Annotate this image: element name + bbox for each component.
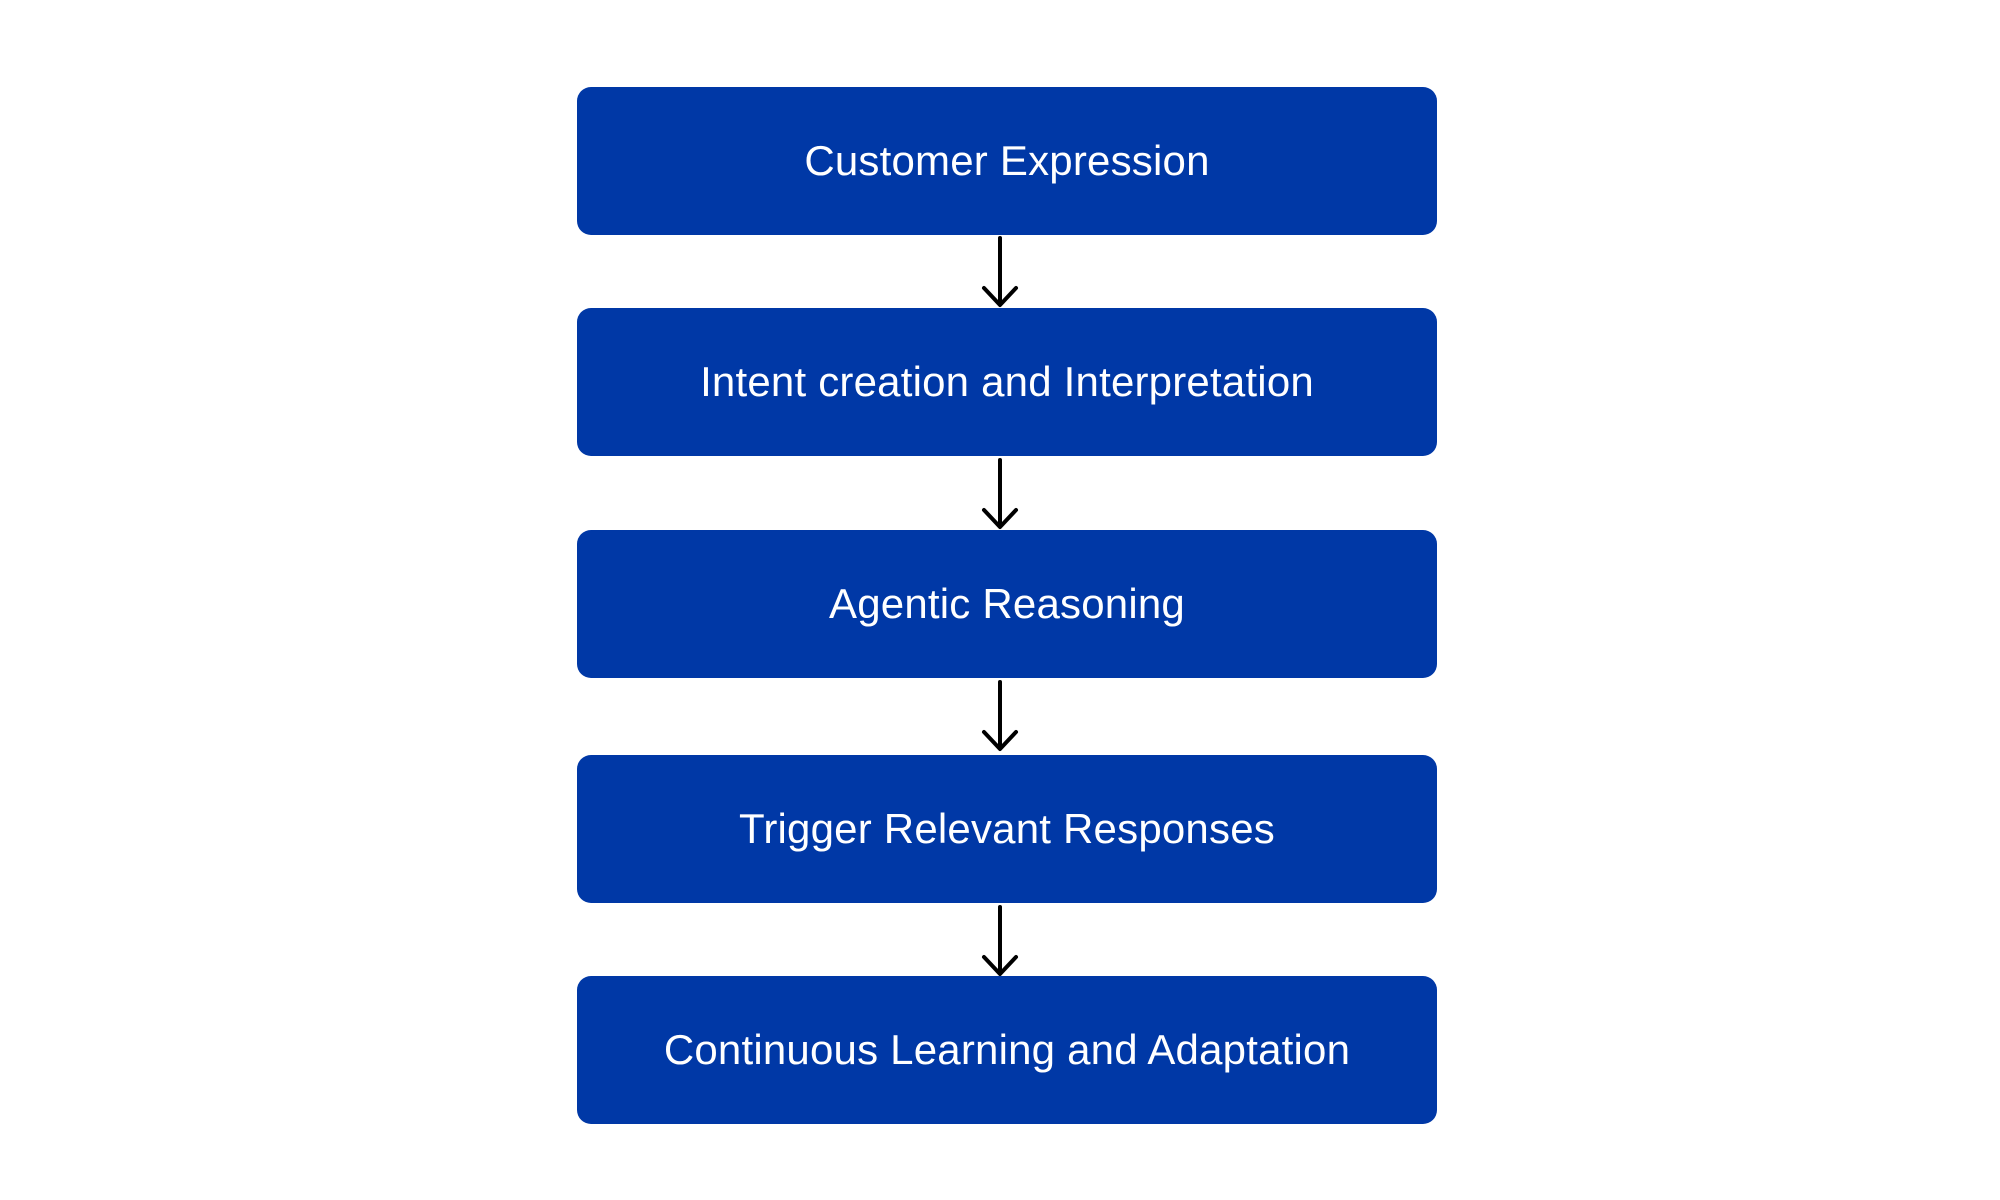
step-customer-expression: Customer Expression [577, 87, 1437, 235]
step-label: Trigger Relevant Responses [739, 805, 1275, 852]
step-label: Continuous Learning and Adaptation [663, 1026, 1351, 1073]
step-label: Intent creation and Interpretation [700, 358, 1314, 405]
arrow-down-icon [980, 680, 1020, 754]
arrow-down-icon [980, 905, 1020, 979]
step-continuous-learning: Continuous Learning and Adaptation [577, 976, 1437, 1124]
step-intent-creation: Intent creation and Interpretation [577, 308, 1437, 456]
step-label: Customer Expression [804, 137, 1210, 184]
step-trigger-responses: Trigger Relevant Responses [577, 755, 1437, 903]
arrow-down-icon [980, 458, 1020, 532]
step-label: Agentic Reasoning [829, 580, 1185, 627]
arrow-down-icon [980, 236, 1020, 310]
step-agentic-reasoning: Agentic Reasoning [577, 530, 1437, 678]
